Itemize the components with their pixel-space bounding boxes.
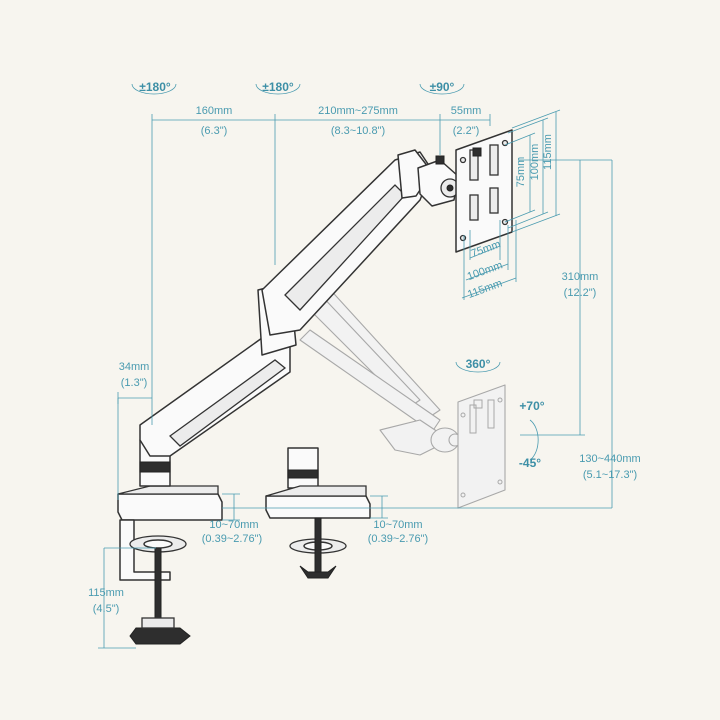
lower-arm-imperial: (6.3") <box>201 125 228 137</box>
arm-swivel-label: ±180° <box>262 80 294 94</box>
height-range-metric: 130~440mm <box>579 453 640 465</box>
clamp-depth-metric: 115mm <box>88 587 124 599</box>
vesa-v-75: 75mm <box>515 157 527 188</box>
head-swivel-label: ±90° <box>430 80 455 94</box>
dimension-labels: 160mm (6.3") 210mm~275mm (8.3~10.8") 55m… <box>88 105 641 615</box>
dimension-lines <box>98 109 613 649</box>
upper-arm-imperial: (8.3~10.8") <box>331 125 385 137</box>
vesa-plate <box>455 129 513 253</box>
ghost-vesa-plate <box>457 384 506 509</box>
vertical-range-imperial: (12.2") <box>564 287 597 299</box>
head-metric: 55mm <box>451 105 482 117</box>
grommet-mount <box>265 447 371 579</box>
clamp-thickness-imperial: (0.39~2.76") <box>202 533 262 545</box>
vertical-range-metric: 310mm <box>562 271 599 283</box>
clamp-thickness-metric: 10~70mm <box>209 519 258 531</box>
tilt-head <box>417 155 460 207</box>
vesa-v-115: 115mm <box>542 134 554 170</box>
vesa-rotation-label: 360° <box>466 357 491 371</box>
vesa-v-100: 100mm <box>529 144 541 181</box>
pole-offset-imperial: (1.3") <box>121 377 148 389</box>
grommet-thickness-imperial: (0.39~2.76") <box>368 533 428 545</box>
height-range-imperial: (5.1~17.3") <box>583 469 637 481</box>
lower-arm-metric: 160mm <box>196 105 233 117</box>
clamp-depth-imperial: (4.5") <box>93 603 120 615</box>
rotation-arcs <box>131 83 539 461</box>
grommet-thickness-metric: 10~70mm <box>373 519 422 531</box>
desk-clamp <box>117 485 223 645</box>
pole-offset-metric: 34mm <box>119 361 150 373</box>
tilt-down-label: -45° <box>519 456 541 470</box>
head-imperial: (2.2") <box>453 125 480 137</box>
tilt-up-label: +70° <box>519 399 544 413</box>
base-swivel-label: ±180° <box>139 80 171 94</box>
upper-arm <box>261 149 433 336</box>
rotation-labels: ±180° ±180° ±90° 360° +70° -45° <box>139 80 544 470</box>
upper-arm-metric: 210mm~275mm <box>318 105 398 117</box>
